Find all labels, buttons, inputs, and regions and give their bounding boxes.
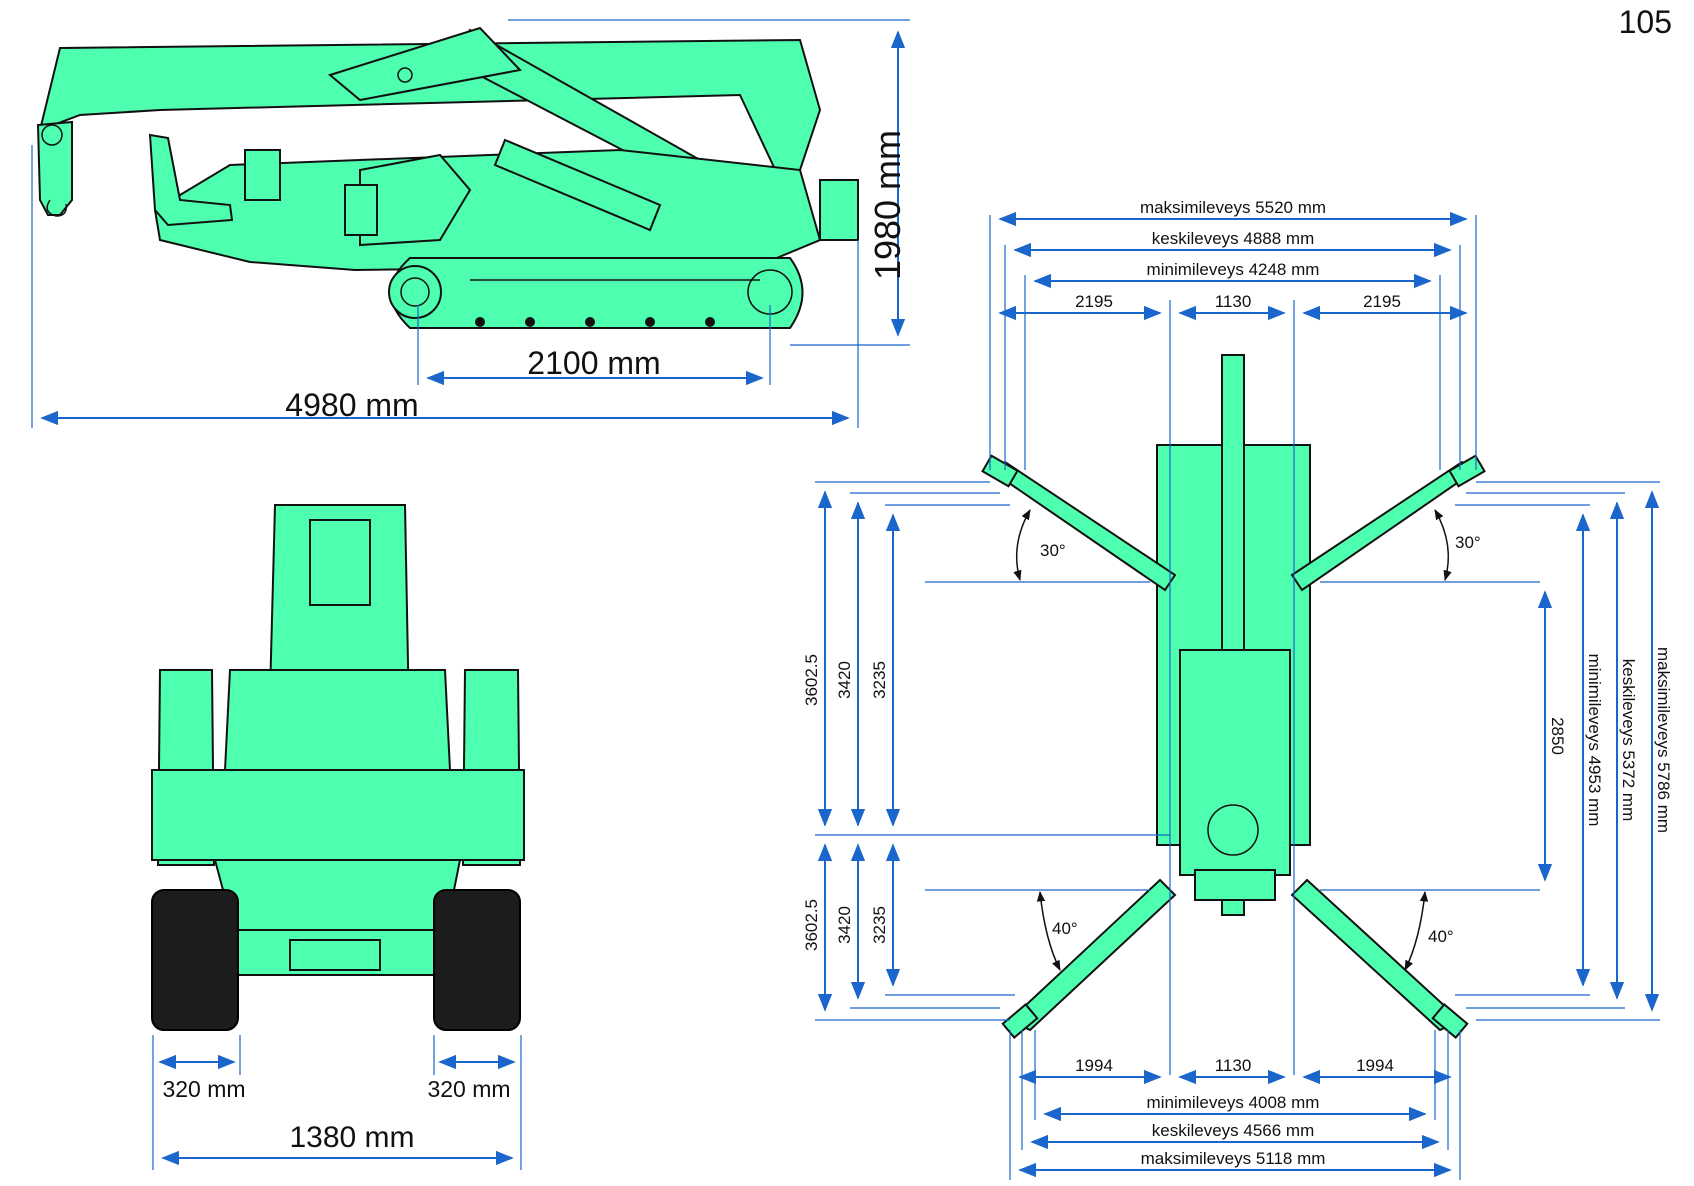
front-max-width: maksimileveys 5520 mm (1140, 198, 1326, 217)
left-lower-3: 3235 (870, 906, 889, 944)
page-number: 105 (1618, 4, 1672, 40)
left-lower-1: 3602.5 (802, 899, 821, 951)
outrigger-front-right (1290, 460, 1478, 592)
front-seg-left: 2195 (1075, 292, 1113, 311)
front-upper-panel (223, 669, 452, 771)
outrigger-rear-left (1008, 878, 1177, 1032)
hook-block (36, 120, 73, 216)
rear-seg-left: 1994 (1075, 1056, 1113, 1075)
front-mid-width: keskileveys 4888 mm (1152, 229, 1315, 248)
right-min: minimileveys 4953 mm (1585, 654, 1604, 827)
front-seg-center: 1130 (1215, 292, 1252, 311)
operator-seat (148, 133, 234, 227)
track-width-left: 320 mm (162, 1076, 245, 1102)
right-max: maksimileveys 5786 mm (1654, 647, 1673, 833)
side-view: 1980 mm 4980 mm 2100 mm (31, 19, 910, 428)
left-lower-2: 3420 (835, 906, 854, 944)
rear-seg-right: 1994 (1356, 1056, 1394, 1075)
lift-plate (327, 26, 522, 102)
front-view: 320 mm 320 mm 1380 mm (151, 504, 525, 1170)
rear-max-width: maksimileveys 5118 mm (1141, 1149, 1326, 1168)
length-label: 4980 mm (285, 387, 418, 423)
top-view: maksimileveys 5520 mm keskileveys 4888 m… (802, 198, 1673, 1180)
track-width-right: 320 mm (427, 1076, 510, 1102)
hydraulic-cylinder (493, 138, 662, 232)
front-min-width: minimileveys 4248 mm (1147, 260, 1320, 279)
rear-min-width: minimileveys 4008 mm (1147, 1093, 1320, 1112)
front-seg-right: 2195 (1363, 292, 1401, 311)
rear-mid-width: keskileveys 4566 mm (1152, 1121, 1315, 1140)
outrigger-rear-right (1290, 878, 1462, 1032)
front-angle-left: 30° (1040, 541, 1066, 560)
rear-box (819, 179, 859, 241)
front-chassis (151, 769, 525, 861)
left-upper-1: 3602.5 (802, 654, 821, 706)
left-upper-3: 3235 (870, 661, 889, 699)
rear-seg-center: 1130 (1215, 1056, 1252, 1075)
rear-angle-right: 40° (1428, 927, 1454, 946)
front-angle-right: 30° (1455, 533, 1481, 552)
right-mid: keskileveys 5372 mm (1619, 659, 1638, 822)
left-upper-2: 3420 (835, 661, 854, 699)
rear-angle-left: 40° (1052, 919, 1078, 938)
right-inner: 2850 (1548, 717, 1567, 755)
wheelbase-label: 2100 mm (527, 345, 660, 381)
overall-width-label: 1380 mm (289, 1121, 414, 1154)
crawler-track (390, 257, 804, 329)
front-lower-body (213, 859, 462, 936)
left-track (151, 889, 239, 1031)
right-track (433, 889, 521, 1031)
height-label: 1980 mm (867, 130, 908, 280)
control-panel (244, 149, 281, 201)
